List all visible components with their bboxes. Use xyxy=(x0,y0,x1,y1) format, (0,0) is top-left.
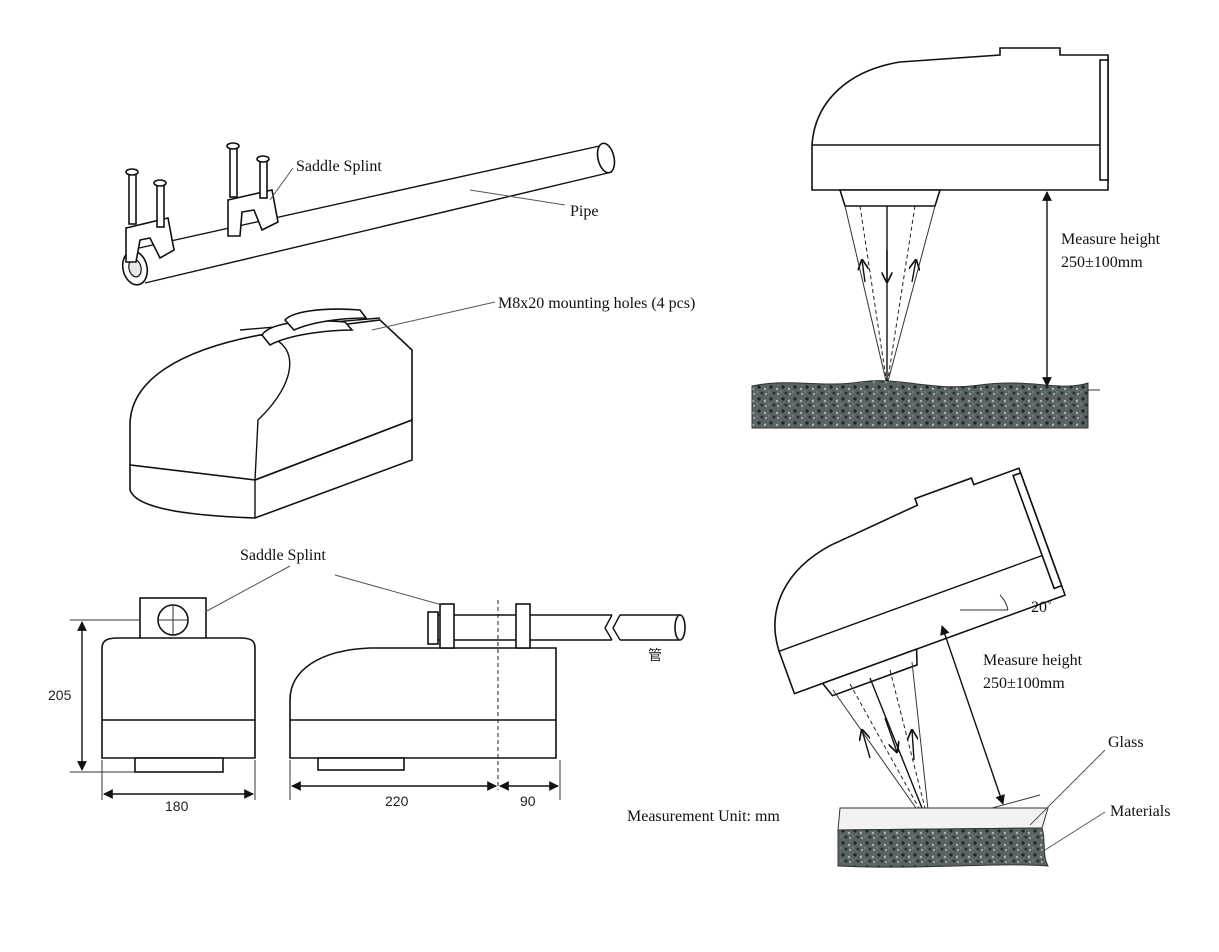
pipe-cn-label: 管 xyxy=(648,647,662,663)
measure-height-1-value: 250±100mm xyxy=(1061,254,1143,271)
vertical-measurement xyxy=(751,47,1109,429)
materials-label: Materials xyxy=(1110,803,1170,820)
dimension-205-label: 205 xyxy=(48,687,72,703)
dimension-220-90 xyxy=(289,760,561,800)
measure-height-1-label: Measure height xyxy=(1061,231,1161,248)
tilted-measurement xyxy=(774,467,1106,868)
sensor-housing-isometric xyxy=(129,301,496,519)
angle-label: 20˚ xyxy=(1031,599,1052,616)
pipe-assembly xyxy=(121,142,616,286)
dimension-220-label: 220 xyxy=(385,793,409,809)
measure-height-2-value: 250±100mm xyxy=(983,675,1065,692)
mounting-holes-label: M8x20 mounting holes (4 pcs) xyxy=(498,295,695,312)
pipe-label: Pipe xyxy=(570,203,598,220)
dimension-90-label: 90 xyxy=(520,793,536,809)
side-view xyxy=(289,574,686,790)
dimension-180-label: 180 xyxy=(165,798,189,814)
saddle-splint-front-label: Saddle Splint xyxy=(240,547,326,564)
saddle-splint-2 xyxy=(226,142,279,237)
saddle-splint-1 xyxy=(125,168,175,263)
front-view xyxy=(101,565,291,773)
dimension-180 xyxy=(101,760,256,800)
unit-note: Measurement Unit: mm xyxy=(627,808,780,825)
glass-label: Glass xyxy=(1108,734,1144,751)
saddle-splint-top-label: Saddle Splint xyxy=(296,158,382,175)
measure-height-2-label: Measure height xyxy=(983,652,1083,669)
